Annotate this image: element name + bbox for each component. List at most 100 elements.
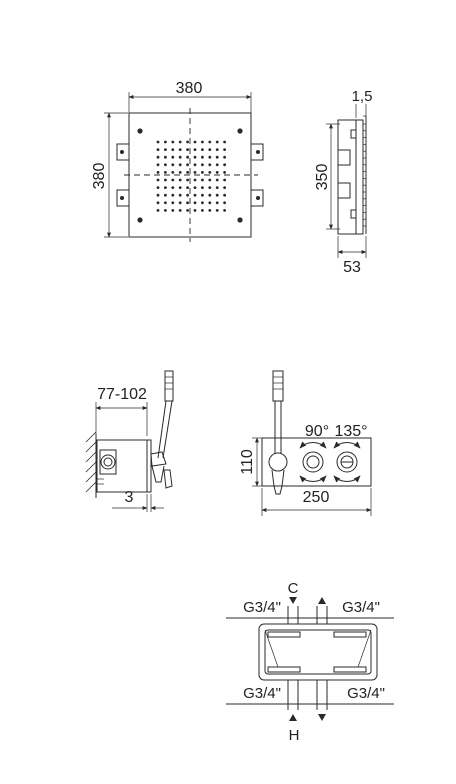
shower-head-side-view: 1,5 350 53 xyxy=(314,88,372,276)
nozzle-dot xyxy=(178,155,182,159)
nozzle-dot xyxy=(208,209,212,212)
nozzle-dot xyxy=(156,186,160,190)
nozzle-dot xyxy=(156,155,160,159)
mixer-front-width-label: 250 xyxy=(303,489,330,506)
nozzle-dot xyxy=(178,163,182,167)
nozzle-dot xyxy=(215,155,219,159)
nozzle-dot xyxy=(156,163,160,167)
shower-head-top-view: 380 380 xyxy=(91,80,264,242)
nozzle-dot xyxy=(208,140,212,144)
top-left-connection-label: G3/4" xyxy=(243,599,281,616)
nozzle-dot xyxy=(208,171,212,174)
side-view-height-label: 350 xyxy=(314,164,331,191)
mixer-front-height-label: 110 xyxy=(239,449,256,475)
nozzle-dot xyxy=(156,201,160,205)
nozzle-dot xyxy=(156,140,160,144)
nozzle-dot xyxy=(178,186,182,190)
connections-view: C G3/4" G3/4" G3/4" G3/4" H xyxy=(226,580,394,744)
nozzle-dot xyxy=(156,193,160,197)
nozzle-dot xyxy=(171,148,175,152)
nozzle-dot xyxy=(193,186,197,190)
nozzle-dot xyxy=(193,148,197,152)
nozzle-dot xyxy=(193,171,197,174)
bottom-right-connection-label: G3/4" xyxy=(347,685,385,702)
nozzle-dot xyxy=(215,163,219,167)
nozzle-dot xyxy=(164,155,167,159)
nozzle-dot xyxy=(186,193,190,197)
nozzle-dot xyxy=(208,163,212,167)
nozzle-dot xyxy=(171,209,175,212)
nozzle-dot xyxy=(201,186,204,190)
nozzle-dot xyxy=(215,201,219,205)
nozzle-dot xyxy=(215,140,219,144)
nozzle-dot xyxy=(186,140,190,144)
nozzle-dot xyxy=(171,140,175,144)
nozzle-dot xyxy=(186,178,190,182)
nozzle-dot xyxy=(201,178,204,182)
nozzle-dot xyxy=(171,186,175,190)
nozzle-dot xyxy=(193,155,197,159)
top-view-width-label: 380 xyxy=(176,80,203,97)
nozzle-dot xyxy=(223,163,227,167)
bottom-left-connection-label: G3/4" xyxy=(243,685,281,702)
nozzle-dot xyxy=(215,186,219,190)
nozzle-dot xyxy=(193,201,197,205)
nozzle-dot xyxy=(178,140,182,144)
mixer-side-depth-label: 77-102 xyxy=(97,386,147,403)
nozzle-dot xyxy=(223,209,227,212)
nozzle-dot xyxy=(178,148,182,152)
nozzle-dot xyxy=(171,193,175,197)
nozzle-dot xyxy=(178,201,182,205)
nozzle-dot xyxy=(223,155,227,159)
nozzle-dot xyxy=(215,209,219,212)
nozzle-dot xyxy=(208,155,212,159)
mixer-side-offset-label: 3 xyxy=(125,489,134,506)
side-nozzle-ticks xyxy=(363,123,366,227)
nozzle-dot xyxy=(178,171,182,174)
nozzle-dot xyxy=(201,155,204,159)
nozzle-dot xyxy=(193,178,197,182)
mixer-side-view: 77-102 xyxy=(85,370,174,512)
nozzle-dot xyxy=(201,171,204,174)
nozzle-dot xyxy=(156,171,160,174)
nozzle-dot xyxy=(178,193,182,197)
nozzle-dot xyxy=(171,201,175,205)
nozzle-dot xyxy=(164,201,167,205)
nozzle-dot xyxy=(186,209,190,212)
top-view-height-label: 380 xyxy=(91,163,108,190)
nozzle-grid xyxy=(156,140,227,212)
nozzle-dot xyxy=(208,186,212,190)
hot-marker-label: H xyxy=(289,727,300,744)
nozzle-dot xyxy=(215,178,219,182)
nozzle-dot xyxy=(186,155,190,159)
nozzle-dot xyxy=(215,148,219,152)
nozzle-dot xyxy=(208,201,212,205)
side-view-depth-label: 53 xyxy=(343,259,361,276)
nozzle-dot xyxy=(208,178,212,182)
nozzle-dot xyxy=(164,178,167,182)
nozzle-dot xyxy=(171,171,175,174)
nozzle-dot xyxy=(178,209,182,212)
nozzle-dot xyxy=(223,193,227,197)
nozzle-dot xyxy=(186,148,190,152)
nozzle-dot xyxy=(223,148,227,152)
nozzle-dot xyxy=(186,171,190,174)
nozzle-dot xyxy=(223,171,227,174)
nozzle-dot xyxy=(186,201,190,205)
nozzle-dot xyxy=(223,201,227,205)
nozzle-dot xyxy=(193,193,197,197)
nozzle-dot xyxy=(193,163,197,167)
angle-right-label: 135° xyxy=(334,423,367,440)
nozzle-dot xyxy=(164,163,167,167)
top-right-connection-label: G3/4" xyxy=(342,599,380,616)
nozzle-dot xyxy=(171,155,175,159)
nozzle-dot xyxy=(156,209,160,212)
nozzle-dot xyxy=(208,148,212,152)
nozzle-dot xyxy=(223,178,227,182)
nozzle-dot xyxy=(171,178,175,182)
nozzle-dot xyxy=(156,148,160,152)
cold-marker-label: C xyxy=(288,580,299,597)
nozzle-dot xyxy=(201,163,204,167)
nozzle-dot xyxy=(201,209,204,212)
